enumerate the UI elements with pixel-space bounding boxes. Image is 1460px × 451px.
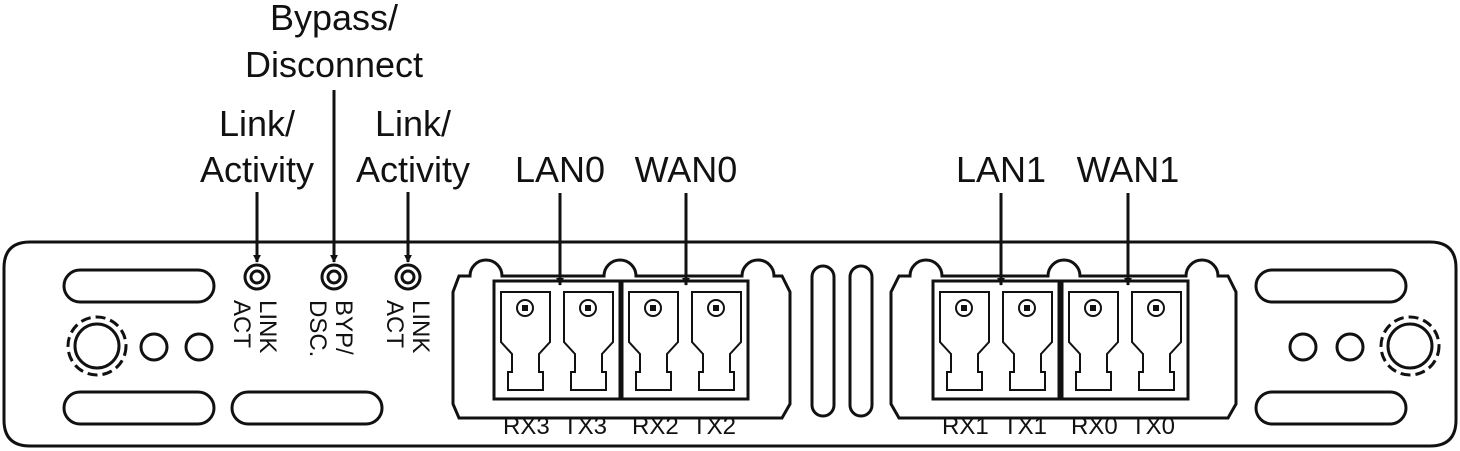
callout-link-activity-right-line2: Activity: [356, 149, 470, 190]
led-label-link: LINK: [254, 300, 281, 353]
callout-bypass-line1: Bypass/: [270, 0, 398, 38]
port-labels: RX3 TX3 RX2 TX2 RX1 TX1 RX0 TX0: [503, 413, 1175, 440]
port-label-rx3: RX3: [503, 413, 550, 440]
led-label-act: ACT: [228, 300, 255, 348]
connector-wan1: [1060, 279, 1190, 401]
mounting-slot-top-left: [62, 268, 216, 304]
captive-screw-left-icon: [66, 315, 128, 377]
led-bypass-disconnect: [320, 263, 348, 291]
lc-socket-wan0-rx: [628, 291, 679, 391]
lc-socket-wan1-tx: [1131, 291, 1182, 391]
mounting-slot-bottom-middle: [230, 390, 384, 426]
connectors-group: [492, 279, 1190, 401]
mounting-hole-right-2: [1335, 332, 1365, 362]
port-label-rx1: RX1: [942, 413, 989, 440]
connector-lan1: [931, 279, 1061, 401]
callout-link-activity-right-line1: Link/: [375, 103, 451, 144]
callout-lan0: LAN0: [515, 149, 605, 190]
callout-link-activity-left-line2: Activity: [200, 149, 314, 190]
port-label-tx3: TX3: [563, 413, 607, 440]
port-label-rx2: RX2: [632, 413, 679, 440]
callout-lan1: LAN1: [956, 149, 1046, 190]
mounting-hole-left-1: [139, 332, 169, 362]
divider-slot-2: [848, 264, 874, 418]
lc-socket-lan1-rx: [939, 291, 990, 391]
transceiver-cage-left: [451, 258, 792, 420]
led-label-link-act-1: LINK ACT: [228, 300, 281, 353]
connector-wan0: [620, 279, 750, 401]
callout-link-activity-left-line1: Link/: [219, 103, 295, 144]
led-label-link-act-2: LINK ACT: [381, 300, 434, 353]
port-label-tx1: TX1: [1003, 413, 1047, 440]
connector-lan0: [492, 279, 622, 401]
port-label-tx0: TX0: [1131, 413, 1175, 440]
lc-socket-lan0-tx: [563, 291, 614, 391]
mounting-hole-left-2: [184, 332, 214, 362]
divider-slot-1: [810, 264, 836, 418]
lc-socket-wan1-rx: [1068, 291, 1119, 391]
mounting-hole-right-1: [1288, 332, 1318, 362]
led-label-act: ACT: [381, 300, 408, 348]
led-link-activity-right: [394, 263, 422, 291]
mounting-slot-top-right: [1254, 268, 1408, 304]
faceplate-outline: [2, 240, 1458, 448]
callout-wan0: WAN0: [635, 149, 738, 190]
captive-screw-right-icon: [1379, 315, 1441, 377]
mounting-slot-bottom-right: [1254, 390, 1408, 426]
led-label-link: LINK: [407, 300, 434, 353]
led-label-byp: BYP/: [330, 300, 357, 355]
mounting-slot-bottom-left: [62, 390, 216, 426]
lc-socket-lan0-rx: [500, 291, 551, 391]
lc-socket-wan0-tx: [691, 291, 742, 391]
led-label-dsc: DSC.: [304, 300, 331, 357]
transceiver-cage-right: [889, 258, 1238, 420]
lc-socket-lan1-tx: [1002, 291, 1053, 391]
port-label-tx2: TX2: [692, 413, 736, 440]
callout-bypass-line2: Disconnect: [245, 44, 423, 85]
led-label-byp-dsc: BYP/ DSC.: [304, 300, 357, 357]
led-link-activity-left: [243, 263, 271, 291]
port-label-rx0: RX0: [1071, 413, 1118, 440]
callout-wan1: WAN1: [1077, 149, 1180, 190]
